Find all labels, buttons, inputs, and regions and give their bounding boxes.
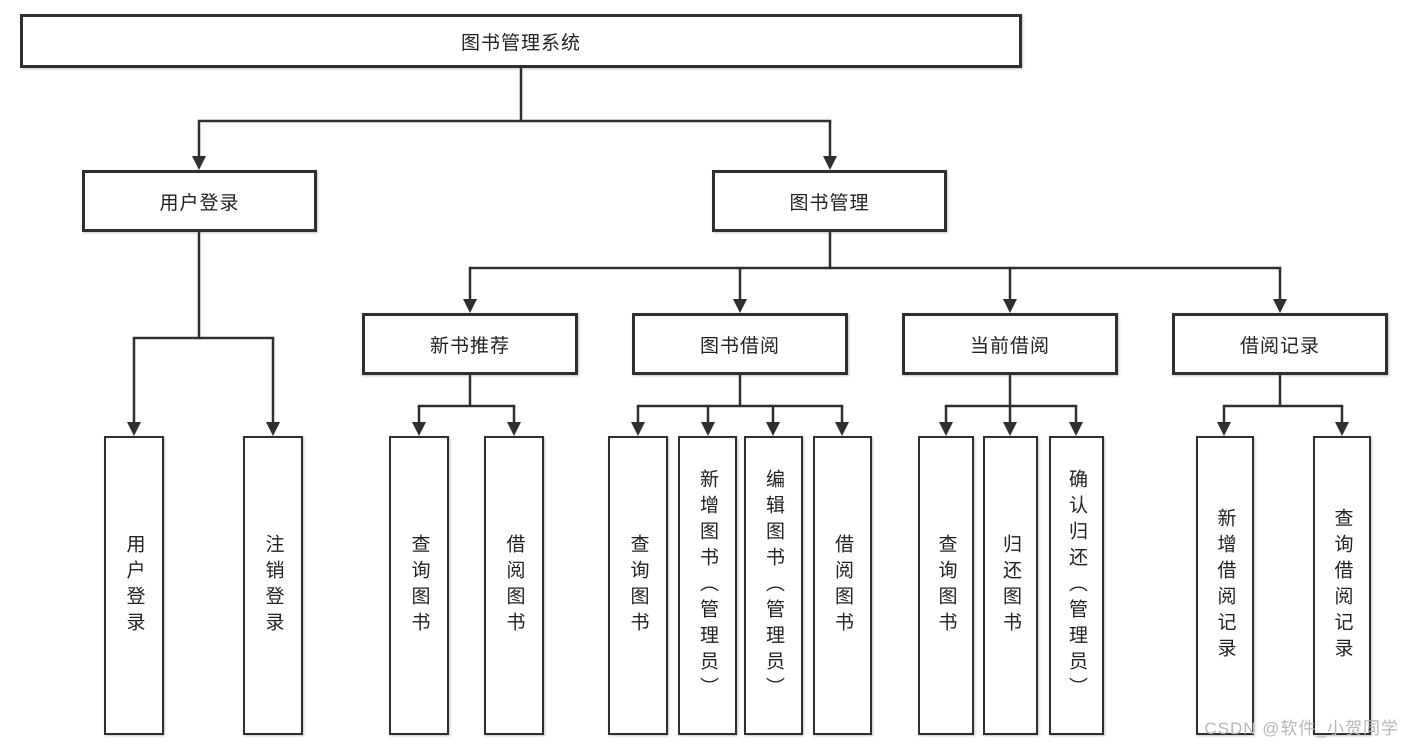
connector-new-book-recommend bbox=[412, 375, 521, 436]
leaf-label: 归还图书 bbox=[1000, 533, 1021, 638]
leaf-label: 注销登录 bbox=[262, 533, 284, 638]
node-label: 新书推荐 bbox=[429, 335, 510, 357]
node-label: 用户登录 bbox=[159, 192, 240, 214]
node-root-library-system: 图书管理系统 bbox=[20, 14, 1022, 68]
leaf-label: 查询借阅记录 bbox=[1331, 507, 1353, 664]
leaf-current-confirm-return-admin: 确认归还（管理员） bbox=[1049, 436, 1104, 735]
connector-book-management bbox=[463, 232, 1287, 313]
leaf-current-query-books: 查询图书 bbox=[918, 436, 974, 735]
node-label: 图书管理 bbox=[789, 192, 870, 214]
csdn-watermark: CSDN @软件_小贺同学 bbox=[1204, 719, 1399, 738]
leaf-label: 新增图书（管理员） bbox=[697, 468, 718, 703]
connector-root bbox=[192, 68, 837, 170]
leaf-label: 查询图书 bbox=[627, 533, 649, 638]
connector-book-borrow bbox=[631, 375, 849, 436]
leaf-borrow-borrow-books: 借阅图书 bbox=[813, 436, 872, 735]
leaf-label: 查询图书 bbox=[935, 533, 957, 638]
node-book-management: 图书管理 bbox=[712, 170, 947, 232]
leaf-records-query-record: 查询借阅记录 bbox=[1313, 436, 1371, 735]
leaf-label: 查询图书 bbox=[408, 533, 430, 638]
node-label: 图书管理系统 bbox=[460, 32, 581, 54]
connector-current-borrow bbox=[939, 375, 1083, 436]
connector-user-login bbox=[127, 232, 280, 436]
leaf-current-return-books: 归还图书 bbox=[983, 436, 1038, 735]
leaf-borrow-query-books: 查询图书 bbox=[608, 436, 668, 735]
leaf-label: 确认归还（管理员） bbox=[1066, 468, 1087, 703]
leaf-label: 编辑图书（管理员） bbox=[763, 468, 784, 703]
node-new-book-recommend: 新书推荐 bbox=[362, 313, 578, 375]
leaf-records-add-record: 新增借阅记录 bbox=[1196, 436, 1254, 735]
leaf-recommend-query-books: 查询图书 bbox=[389, 436, 449, 735]
leaf-recommend-borrow-books: 借阅图书 bbox=[484, 436, 544, 735]
leaf-user-login: 用户登录 bbox=[104, 436, 164, 735]
node-current-borrow: 当前借阅 bbox=[902, 313, 1118, 375]
node-borrow-records: 借阅记录 bbox=[1172, 313, 1388, 375]
connector-borrow-records bbox=[1217, 375, 1349, 436]
leaf-label: 用户登录 bbox=[123, 533, 145, 638]
node-label: 当前借阅 bbox=[969, 335, 1050, 357]
leaf-label: 新增借阅记录 bbox=[1214, 507, 1236, 664]
leaf-borrow-add-books-admin: 新增图书（管理员） bbox=[678, 436, 737, 735]
leaf-label: 借阅图书 bbox=[503, 533, 525, 638]
node-label: 图书借阅 bbox=[699, 335, 780, 357]
leaf-borrow-edit-books-admin: 编辑图书（管理员） bbox=[744, 436, 803, 735]
node-book-borrow: 图书借阅 bbox=[632, 313, 848, 375]
leaf-logout: 注销登录 bbox=[243, 436, 303, 735]
node-label: 借阅记录 bbox=[1239, 335, 1320, 357]
node-user-login: 用户登录 bbox=[82, 170, 317, 232]
leaf-label: 借阅图书 bbox=[832, 533, 853, 638]
